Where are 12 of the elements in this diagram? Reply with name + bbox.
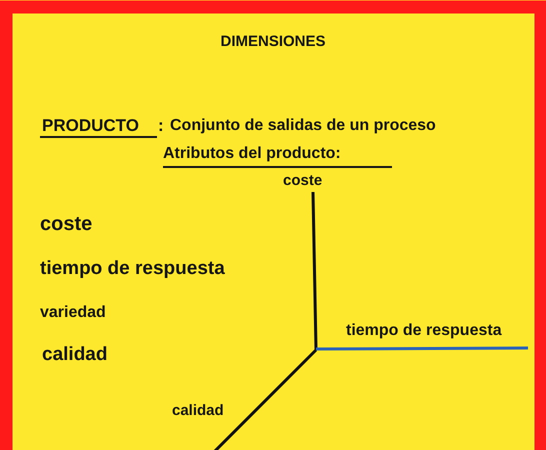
axis-label: calidad	[172, 403, 224, 418]
axis-label: tiempo de respuesta	[346, 323, 502, 339]
attribute-item: variedad	[40, 305, 106, 321]
attribute-item: calidad	[42, 345, 108, 364]
heading-term: PRODUCTO	[42, 117, 139, 134]
attribute-item: tiempo de respuesta	[40, 259, 225, 278]
axis-label: coste	[283, 173, 322, 188]
colon: :	[158, 117, 164, 134]
attribute-item: coste	[40, 214, 92, 234]
subheading: Atributos del producto:	[163, 146, 341, 162]
definition-text: Conjunto de salidas de un proceso	[170, 118, 436, 134]
diagram-title: DIMENSIONES	[219, 34, 326, 49]
